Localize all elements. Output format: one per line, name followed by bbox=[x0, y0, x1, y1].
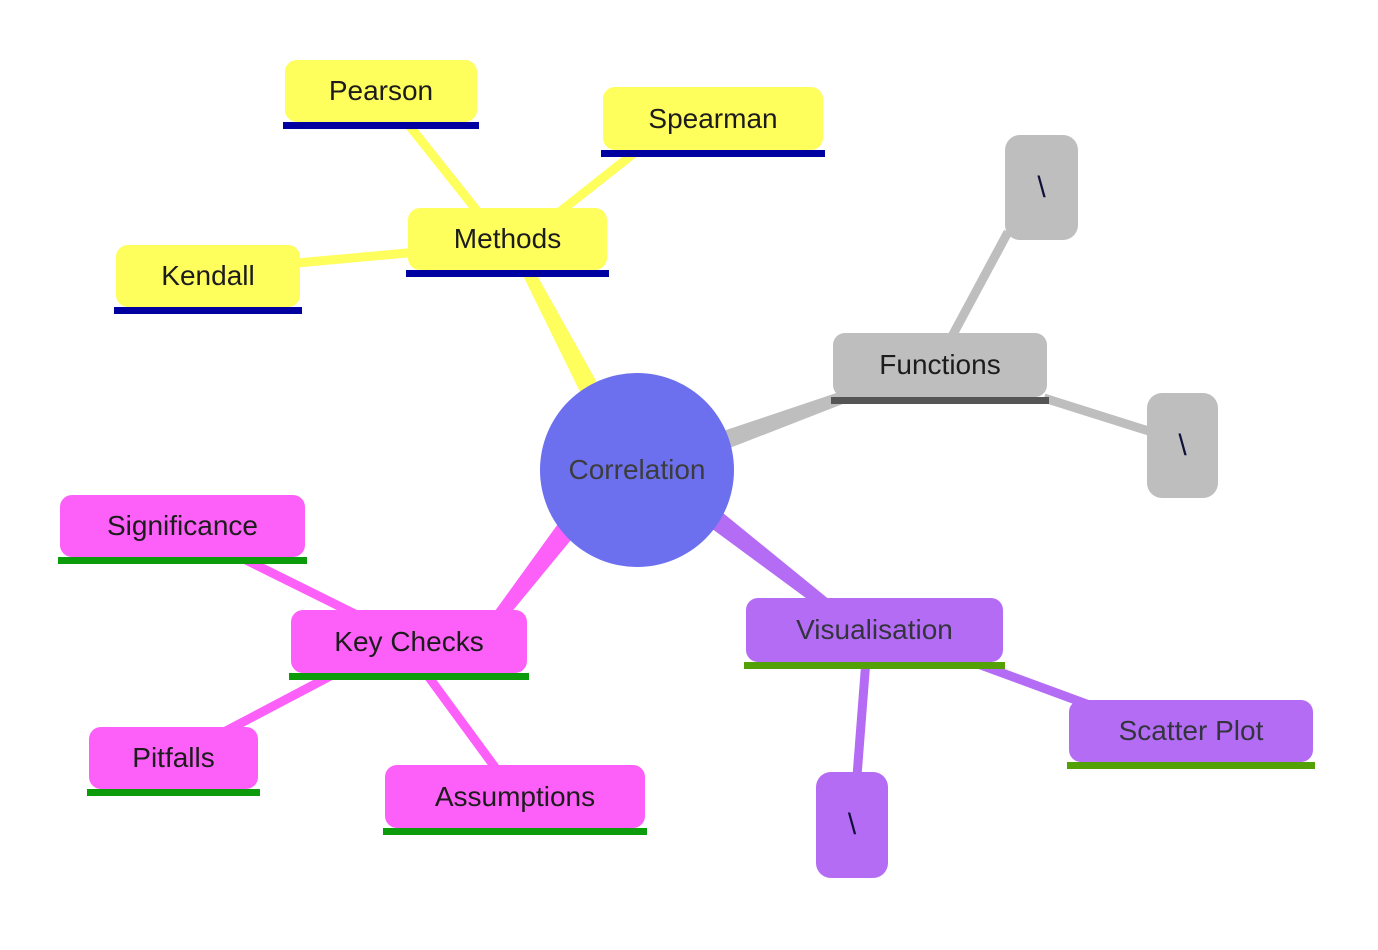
node-visualisation-label: Visualisation bbox=[796, 614, 953, 645]
node-key-checks-label: Key Checks bbox=[334, 625, 484, 657]
edge-key-checks-assumptions bbox=[424, 673, 501, 773]
edge-functions-leaf-1 bbox=[946, 229, 1012, 343]
node-methods-label: Methods bbox=[453, 223, 562, 254]
node-kendall-label: Kendall bbox=[161, 260, 255, 291]
node-spearman-label: Spearman bbox=[648, 102, 778, 134]
edge-key-checks-pitfalls bbox=[221, 668, 341, 736]
node-visualisation[interactable]: Visualisation bbox=[744, 598, 1005, 669]
edge-methods-spearman bbox=[554, 146, 641, 218]
node-correlation-label: Correlation bbox=[568, 454, 706, 485]
node-methods[interactable]: Methods bbox=[406, 208, 609, 277]
node-correlation[interactable]: Correlation bbox=[540, 373, 734, 567]
edge-visualisation-leaf bbox=[852, 659, 871, 777]
node-functions-label: Functions bbox=[879, 349, 1001, 380]
node-assumptions[interactable]: Assumptions bbox=[383, 765, 647, 835]
node-pearson[interactable]: Pearson bbox=[283, 60, 479, 129]
edge-methods-pearson bbox=[404, 121, 482, 215]
node-pearson-label: Pearson bbox=[328, 75, 434, 106]
node-spearman[interactable]: Spearman bbox=[601, 87, 825, 157]
node-significance[interactable]: Significance bbox=[58, 495, 307, 564]
node-functions[interactable]: Functions bbox=[831, 333, 1049, 404]
node-significance-label: Significance bbox=[107, 510, 258, 541]
node-visualisation-leaf-label: \ bbox=[847, 808, 857, 841]
edge-visualisation-scatter-plot bbox=[976, 659, 1094, 711]
node-scatter-plot[interactable]: Scatter Plot bbox=[1067, 700, 1315, 769]
node-functions-leaf-1[interactable]: \ bbox=[1005, 135, 1078, 240]
node-key-checks[interactable]: Key Checks bbox=[289, 610, 529, 680]
node-functions-leaf-2-label: \ bbox=[1178, 428, 1187, 462]
node-assumptions-label: Assumptions bbox=[434, 780, 596, 812]
node-functions-leaf-2[interactable]: \ bbox=[1147, 393, 1218, 498]
node-pitfalls-label: Pitfalls bbox=[132, 742, 215, 773]
edge-correlation-visualisation bbox=[699, 504, 839, 617]
node-functions-leaf-1-label: \ bbox=[1037, 170, 1046, 204]
node-kendall[interactable]: Kendall bbox=[114, 245, 302, 314]
node-visualisation-leaf[interactable]: \ bbox=[816, 772, 888, 878]
edge-key-checks-significance bbox=[244, 555, 357, 619]
edge-methods-kendall bbox=[296, 247, 419, 268]
node-pitfalls[interactable]: Pitfalls bbox=[87, 727, 260, 796]
node-scatter-plot-label: Scatter Plot bbox=[1118, 715, 1264, 746]
edge-functions-leaf-2 bbox=[1042, 393, 1157, 438]
